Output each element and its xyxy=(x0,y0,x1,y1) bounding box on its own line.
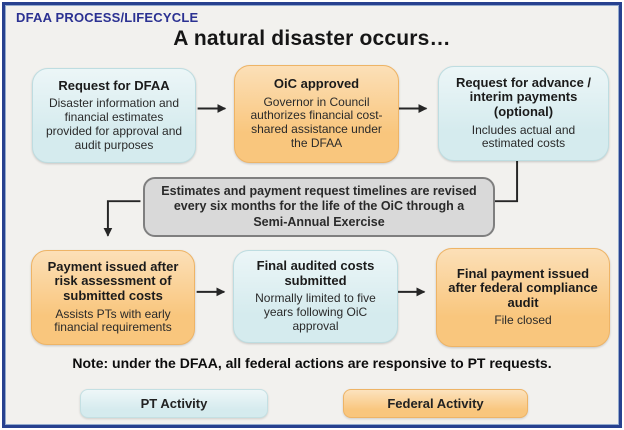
semi-annual-exercise-box: Estimates and payment request timelines … xyxy=(143,177,495,237)
step-payment-after-risk-assessment: Payment issued after risk assessment of … xyxy=(31,250,195,345)
legend-federal-activity-label: Federal Activity xyxy=(387,396,484,411)
step-final-audited-costs: Final audited costs submitted Normally l… xyxy=(233,250,398,343)
legend-pt-activity-label: PT Activity xyxy=(140,396,208,411)
step-body: Includes actual and estimated costs xyxy=(471,122,576,151)
diagram-heading: A natural disaster occurs… xyxy=(173,27,451,50)
step-title: Final audited costs submitted xyxy=(256,258,375,288)
step-body: Disaster information and financial estim… xyxy=(45,96,183,152)
connector-step3-to-revision xyxy=(491,158,519,203)
footer-note: Note: under the DFAA, all federal action… xyxy=(72,355,552,371)
step-title: Request for DFAA xyxy=(58,77,170,93)
step-body: Assists PTs with early financial require… xyxy=(54,306,172,335)
step-body: File closed xyxy=(494,313,552,328)
step-title: OiC approved xyxy=(273,76,360,92)
step-body: Governor in Council authorizes financial… xyxy=(250,94,383,151)
legend-pt-activity: PT Activity xyxy=(80,389,268,418)
step-body: Normally limited to five years following… xyxy=(255,291,376,333)
step-oic-approved: OiC approved Governor in Council authori… xyxy=(234,65,399,163)
step-request-advance-payments: Request for advance / interim payments (… xyxy=(438,66,609,161)
page-title: DFAA PROCESS/LIFECYCLE xyxy=(16,10,199,25)
step-title: Request for advance / interim payments (… xyxy=(455,74,592,119)
step-title: Payment issued after risk assessment of … xyxy=(47,258,179,303)
step-request-for-dfaa: Request for DFAA Disaster information an… xyxy=(32,68,196,163)
legend-federal-activity: Federal Activity xyxy=(343,389,528,418)
step-final-payment-compliance-audit: Final payment issued after federal compl… xyxy=(436,248,610,347)
connector-revision-to-step4 xyxy=(103,200,141,237)
step-title: Final payment issued after federal compl… xyxy=(448,265,598,310)
semi-annual-exercise-text: Estimates and payment request timelines … xyxy=(161,183,477,229)
